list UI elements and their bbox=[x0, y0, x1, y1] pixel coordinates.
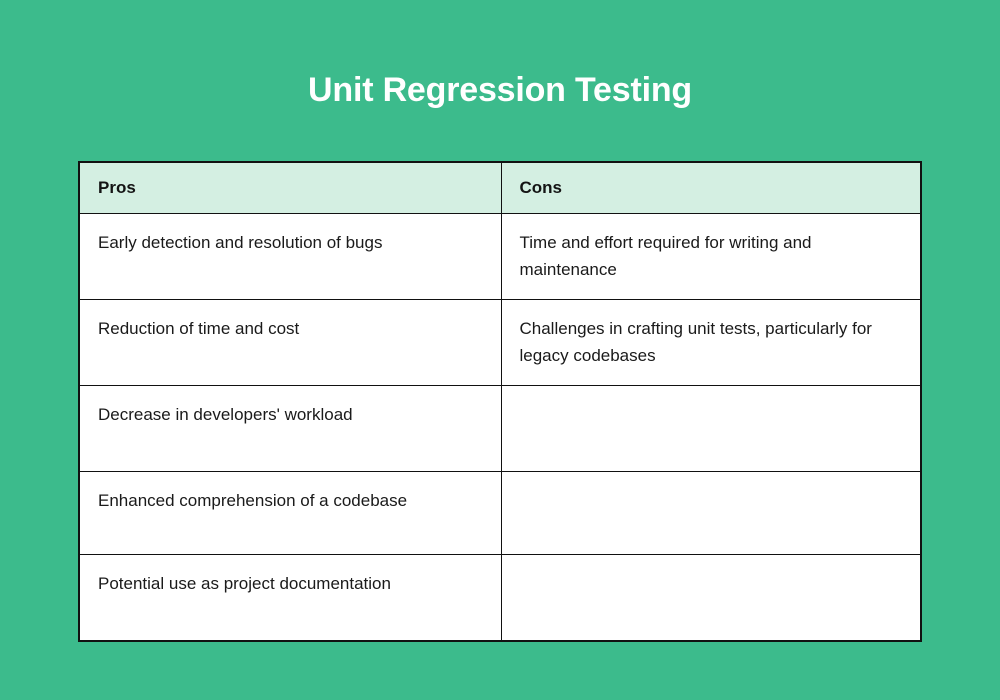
cell-text-pros: Enhanced comprehension of a codebase bbox=[98, 491, 408, 510]
cell-text-pros: Early detection and resolution of bugs bbox=[98, 233, 383, 252]
cell-cons bbox=[500, 554, 922, 642]
pros-cons-table-container: Pros Cons Early detection and resolution… bbox=[78, 161, 922, 642]
table-row: Enhanced comprehension of a codebase bbox=[78, 471, 922, 555]
cell-text-pros: Potential use as project documentation bbox=[98, 574, 391, 593]
cell-cons bbox=[500, 385, 922, 472]
cell-cons: Time and effort required for writing and… bbox=[500, 213, 922, 300]
page-title: Unit Regression Testing bbox=[308, 71, 692, 109]
table-row: Early detection and resolution of bugs T… bbox=[78, 213, 922, 300]
column-header-cons: Cons bbox=[500, 161, 922, 214]
cell-text-pros: Reduction of time and cost bbox=[98, 319, 300, 338]
table-row: Decrease in developers' workload bbox=[78, 385, 922, 472]
cell-text-cons: Challenges in crafting unit tests, parti… bbox=[519, 319, 872, 365]
pros-cons-table: Pros Cons Early detection and resolution… bbox=[78, 161, 922, 642]
cell-cons bbox=[500, 471, 922, 555]
table-row: Potential use as project documentation bbox=[78, 554, 922, 642]
cell-pros: Reduction of time and cost bbox=[78, 299, 502, 386]
cell-text-cons: Time and effort required for writing and… bbox=[519, 233, 812, 279]
table-body: Early detection and resolution of bugs T… bbox=[78, 213, 922, 642]
cell-pros: Potential use as project documentation bbox=[78, 554, 502, 642]
cell-pros: Enhanced comprehension of a codebase bbox=[78, 471, 502, 555]
table-header-row: Pros Cons bbox=[78, 161, 922, 214]
cell-text-pros: Decrease in developers' workload bbox=[98, 405, 353, 424]
column-header-pros: Pros bbox=[78, 161, 502, 214]
cell-pros: Early detection and resolution of bugs bbox=[78, 213, 502, 300]
cell-cons: Challenges in crafting unit tests, parti… bbox=[500, 299, 922, 386]
cell-pros: Decrease in developers' workload bbox=[78, 385, 502, 472]
table-row: Reduction of time and cost Challenges in… bbox=[78, 299, 922, 386]
table-header: Pros Cons bbox=[78, 161, 922, 214]
